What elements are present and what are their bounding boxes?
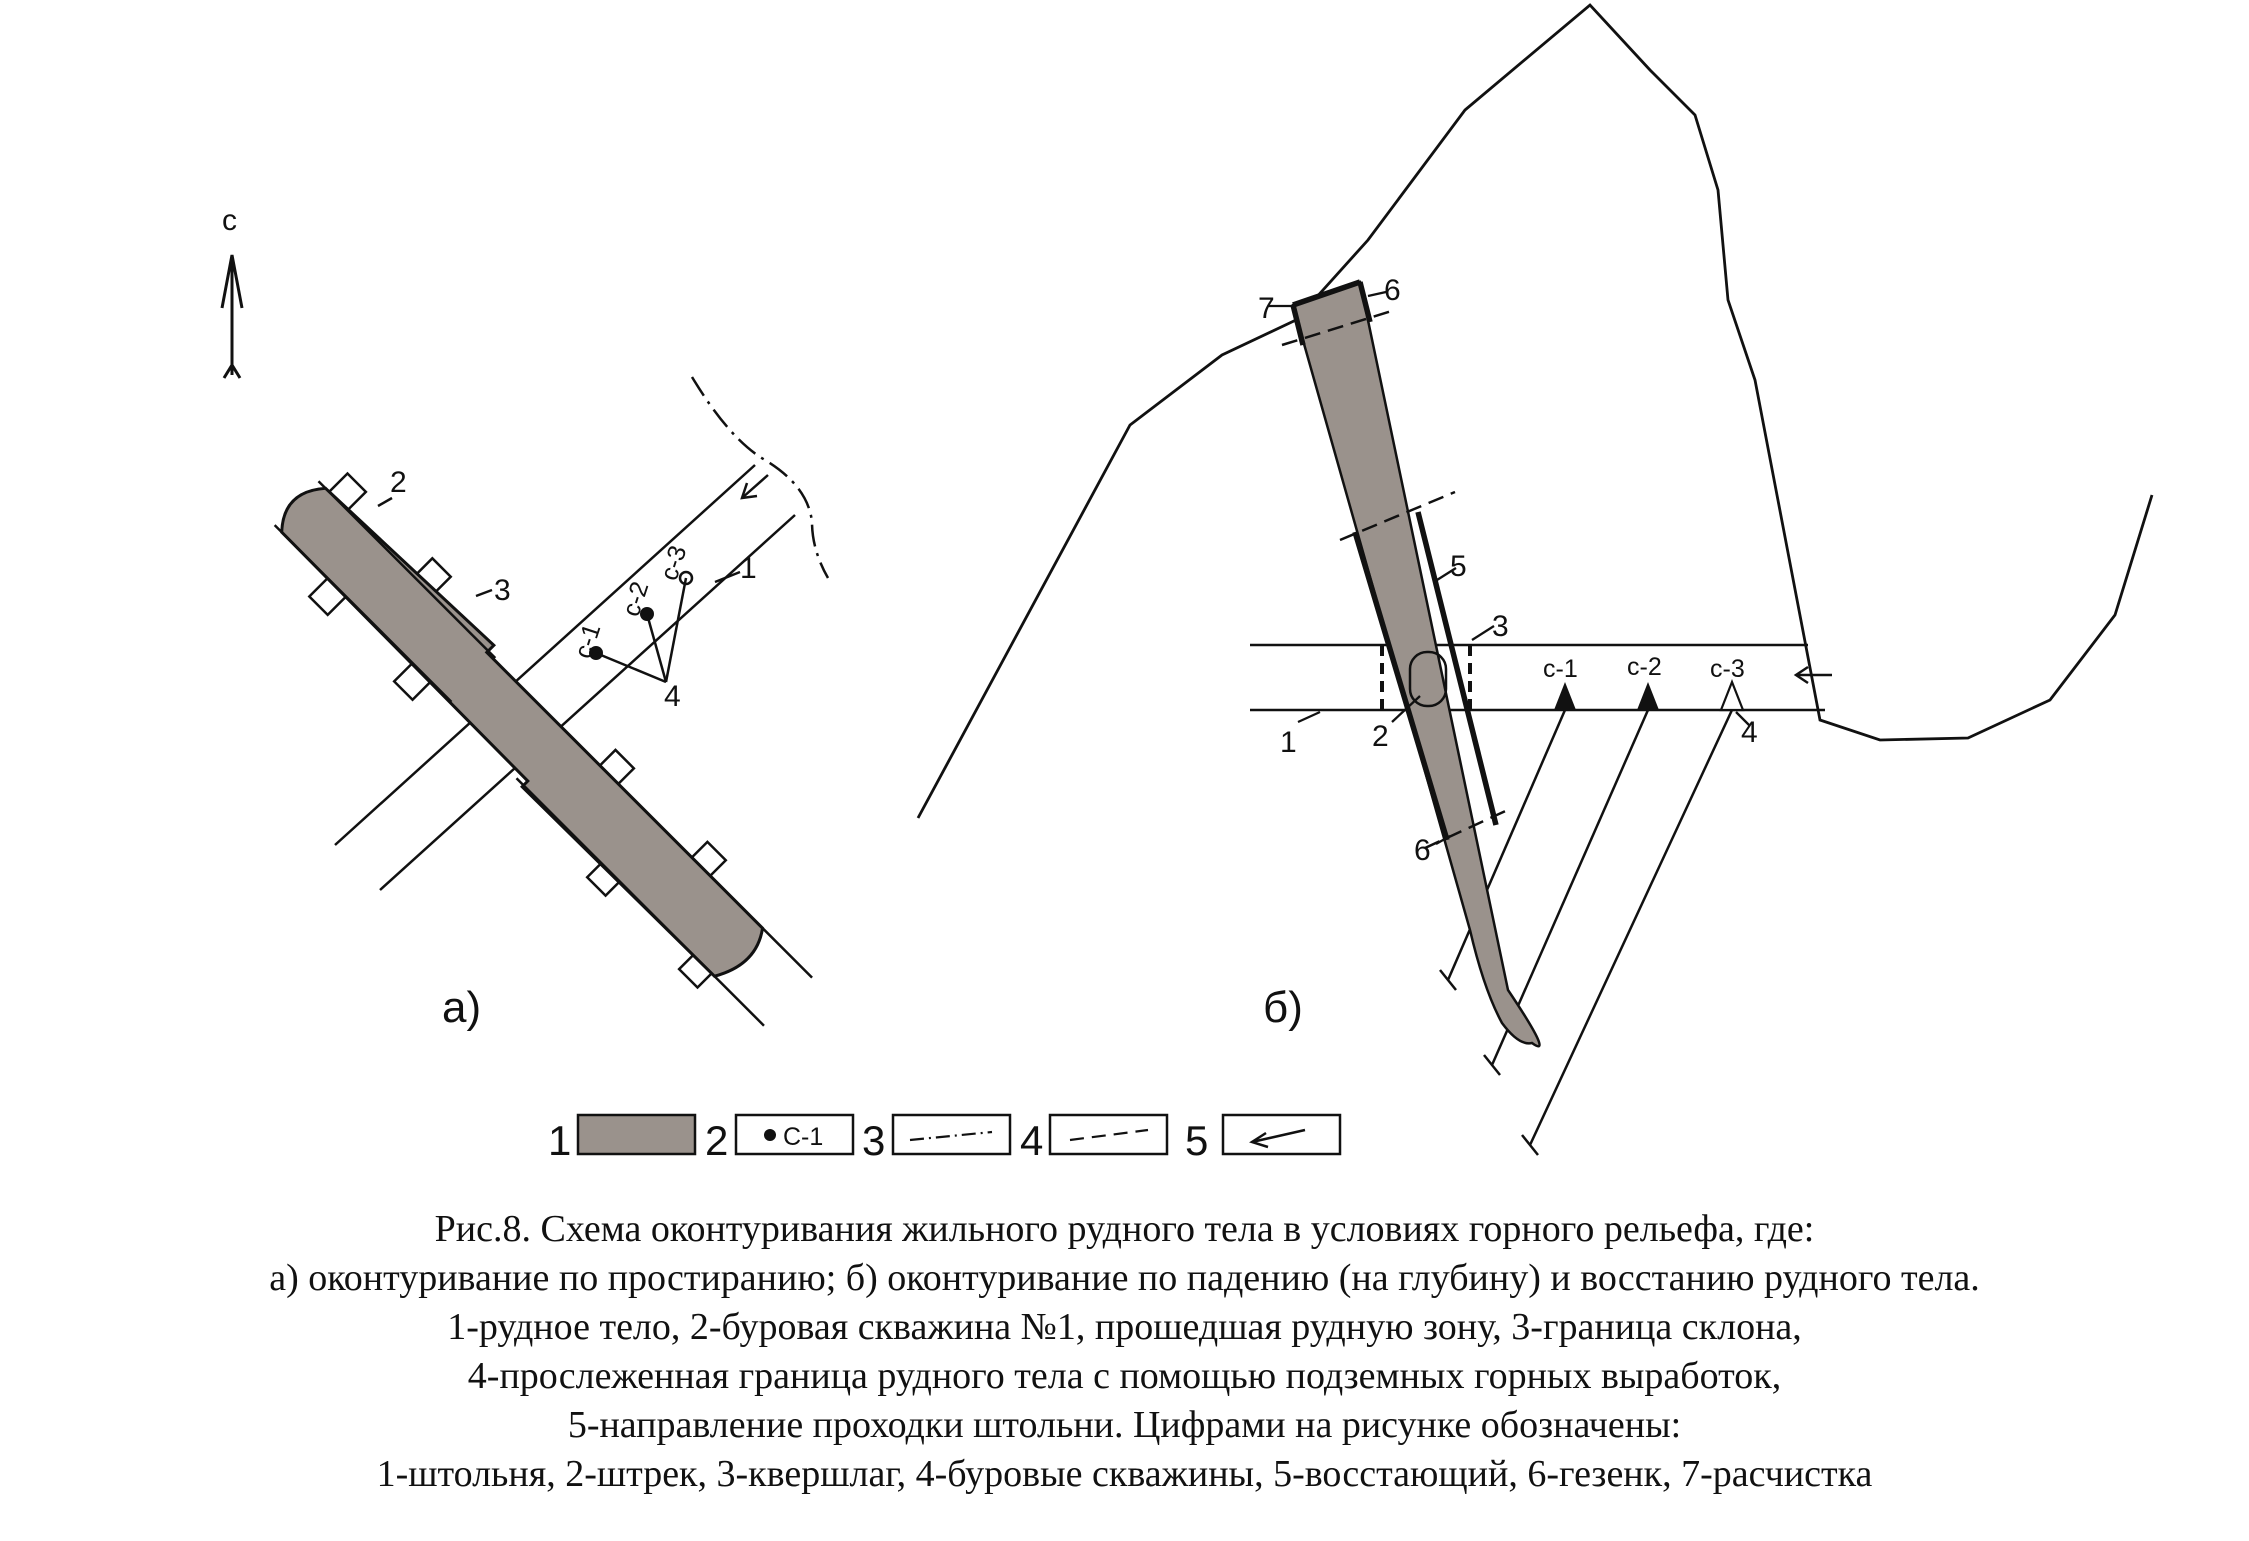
mountain-relief	[916, 3, 2154, 819]
callout-2-b: 2	[1372, 720, 1389, 753]
figure-caption: Рис.8. Схема оконтуривания жильного рудн…	[0, 1205, 2249, 1499]
caption-line-1: Рис.8. Схема оконтуривания жильного рудн…	[434, 1208, 1815, 1250]
adit-direction-arrow-b	[1793, 665, 1832, 685]
callout-1-a: 1	[740, 552, 757, 585]
panel-b-label: б)	[1263, 983, 1303, 1032]
north-arrow	[220, 254, 244, 379]
well-label-c2-b: с-2	[1627, 653, 1662, 681]
callout-2-a: 2	[390, 466, 407, 499]
caption-line-4: 4-прослеженная граница рудного тела с по…	[467, 1355, 1782, 1397]
caption-line-3: 1-рудное тело, 2-буровая скважина №1, пр…	[447, 1306, 1802, 1348]
legend-sample-slope	[891, 1113, 1012, 1156]
legend-well-label: С-1	[783, 1123, 823, 1151]
well-c2-b	[1637, 682, 1659, 710]
callout-3-b: 3	[1492, 610, 1509, 643]
legend-num-4: 4	[1020, 1117, 1043, 1164]
well-callout-lines-a	[595, 577, 688, 684]
callout-4-a: 4	[664, 680, 681, 713]
panel-a: с-1 с-2 с-3 4 1	[273, 376, 830, 1032]
legend-num-3: 3	[862, 1117, 885, 1164]
caption-line-6: 1-штольня, 2-штрек, 3-квершлаг, 4-буровы…	[376, 1453, 1873, 1495]
ore-body-b	[1291, 280, 1541, 1048]
well-label-c3-b: с-3	[1710, 655, 1745, 683]
callout-5-b: 5	[1450, 550, 1467, 583]
well-c1-b	[1554, 682, 1576, 710]
well-label-c1-b: с-1	[1543, 655, 1578, 683]
ore-body-a	[273, 471, 813, 1027]
callout-7-b: 7	[1258, 292, 1275, 325]
legend-well-dot	[764, 1129, 776, 1141]
slope-boundary-a	[690, 376, 830, 579]
legend-sample-boundary	[1048, 1113, 1169, 1156]
callout-6-lower-b: 6	[1414, 834, 1431, 867]
adit-direction-arrow-a	[740, 474, 769, 500]
callout-4-b: 4	[1741, 716, 1758, 749]
adit-line-upper	[334, 464, 756, 846]
caption-line-2: а) оконтуривание по простиранию; б) окон…	[269, 1257, 1980, 1299]
north-label: с	[222, 204, 237, 237]
traced-boundary-b	[1290, 279, 1499, 841]
legend-arrow-icon	[1249, 1128, 1306, 1149]
panel-b: с-1 с-2 с-3 1 2 3 4 5 6 6 7 б)	[916, 3, 2154, 1156]
legend-num-2: 2	[705, 1117, 728, 1164]
drift-b	[1408, 650, 1448, 708]
legend-dash-dot-line	[909, 1130, 993, 1142]
legend-sample-ore	[576, 1113, 697, 1156]
panel-a-label: а)	[442, 983, 481, 1032]
well-c3-b	[1719, 678, 1745, 712]
legend-num-5: 5	[1185, 1117, 1208, 1164]
legend-num-1: 1	[548, 1117, 571, 1164]
legend-dashed-line	[1069, 1128, 1149, 1142]
callout-1-b: 1	[1280, 726, 1297, 759]
legend-sample-well	[734, 1113, 855, 1156]
legend: 1 2 С-1 3 4 5	[548, 1113, 1342, 1164]
crosscut-b	[1380, 645, 1472, 710]
callout-leaders-b	[1268, 290, 1751, 845]
callout-6-upper-b: 6	[1384, 274, 1401, 307]
callout-3-a: 3	[494, 574, 511, 607]
caption-line-5: 5-направление проходки штольни. Цифрами …	[567, 1404, 1682, 1446]
